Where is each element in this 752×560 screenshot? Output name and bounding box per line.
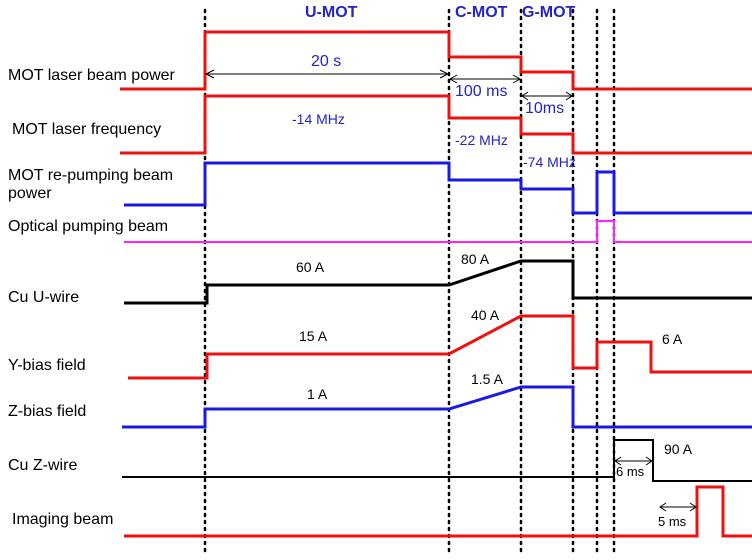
label-repump-line2: power bbox=[8, 185, 52, 202]
freq-umot: -14 MHz bbox=[292, 111, 345, 127]
duration-imaging-delay: 5 ms bbox=[658, 514, 687, 529]
trace-z-wire bbox=[122, 439, 752, 482]
trace-imaging bbox=[124, 485, 752, 538]
trace-u-wire bbox=[124, 259, 752, 305]
freq-gmot: -74 MHz bbox=[523, 154, 576, 170]
label-laser-frequency: MOT laser frequency bbox=[12, 121, 161, 138]
label-y-bias: Y-bias field bbox=[8, 357, 86, 374]
trace-laser-frequency bbox=[120, 94, 752, 155]
label-imaging: Imaging beam bbox=[12, 511, 113, 528]
current-u-wire-cmot: 80 A bbox=[461, 251, 490, 267]
current-z-bias-cmot: 1.5 A bbox=[471, 371, 504, 387]
label-repump-line1: MOT re-pumping beam bbox=[8, 167, 173, 184]
duration-gmot: 10ms bbox=[525, 100, 564, 117]
freq-cmot: -22 MHz bbox=[455, 132, 508, 148]
duration-cmot: 100 ms bbox=[455, 83, 507, 100]
arrow-umot-duration bbox=[204, 69, 450, 79]
current-z-wire: 90 A bbox=[664, 441, 693, 457]
trace-laser-power bbox=[120, 30, 752, 91]
trace-y-bias bbox=[128, 314, 752, 380]
label-laser-power: MOT laser beam power bbox=[8, 67, 176, 84]
trace-optical-pumping bbox=[124, 220, 752, 243]
phase-u-mot: U-MOT bbox=[305, 4, 358, 21]
trace-repump-power bbox=[124, 161, 752, 215]
label-z-bias: Z-bias field bbox=[8, 403, 86, 420]
phase-c-mot: C-MOT bbox=[455, 4, 508, 21]
label-optical-pumping: Optical pumping beam bbox=[8, 218, 168, 235]
current-z-bias-umot: 1 A bbox=[307, 386, 328, 402]
current-y-bias-op: 6 A bbox=[662, 331, 683, 347]
arrow-cmot-duration bbox=[448, 74, 522, 84]
trace-z-bias bbox=[122, 385, 752, 429]
label-u-wire: Cu U-wire bbox=[8, 289, 79, 306]
duration-z-wire: 6 ms bbox=[616, 464, 645, 479]
current-y-bias-umot: 15 A bbox=[299, 328, 328, 344]
arrow-z-wire-duration bbox=[614, 456, 653, 466]
time-markers bbox=[203, 8, 616, 558]
arrow-imaging-delay bbox=[659, 502, 697, 512]
current-u-wire-umot: 60 A bbox=[296, 259, 325, 275]
label-z-wire: Cu Z-wire bbox=[8, 457, 77, 474]
duration-umot: 20 s bbox=[311, 53, 341, 70]
current-y-bias-cmot: 40 A bbox=[471, 307, 500, 323]
arrow-gmot-duration bbox=[521, 91, 573, 101]
phase-g-mot: G-MOT bbox=[522, 4, 576, 21]
